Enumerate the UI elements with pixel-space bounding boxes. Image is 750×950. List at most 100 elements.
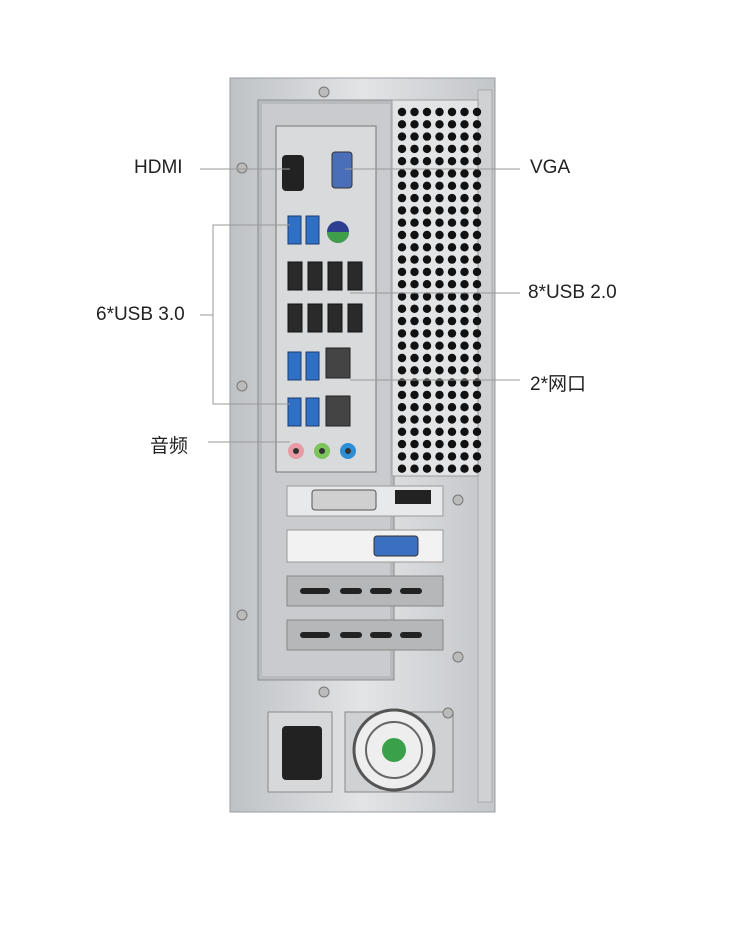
vent-hole (447, 280, 457, 289)
vent-hole (447, 181, 457, 190)
vent-hole (472, 218, 482, 227)
vent-hole (410, 218, 419, 227)
vent-hole (410, 169, 419, 178)
vent-hole (447, 218, 457, 227)
vent-hole (435, 206, 444, 215)
vent-hole (460, 280, 469, 289)
vent-hole (397, 366, 407, 375)
vent-hole (460, 316, 469, 326)
vent-hole (397, 329, 407, 338)
usb-ports (287, 215, 363, 427)
vent-hole (397, 439, 407, 449)
power-socket (282, 726, 322, 780)
vent-hole (397, 452, 407, 461)
vent-hole (472, 316, 482, 326)
vent-hole (472, 230, 482, 240)
vent-hole (460, 132, 469, 141)
vent-hole (447, 132, 457, 141)
vent-hole (472, 439, 482, 449)
power-supply (267, 708, 454, 793)
vent-hole (447, 206, 457, 215)
vent-hole (435, 193, 444, 203)
hdmi-label: HDMI (134, 157, 183, 178)
vent-hole (472, 206, 482, 215)
vent-hole (397, 267, 407, 277)
vent-hole (410, 329, 419, 338)
vent-hole (422, 120, 432, 129)
vent-hole (397, 292, 407, 301)
usb2-port (307, 261, 323, 291)
vent-hole (410, 107, 419, 117)
vent-hole (447, 439, 457, 449)
vent-hole (410, 144, 419, 154)
vent-hole (472, 255, 482, 264)
audio-jacks (288, 443, 356, 459)
vent-hole (447, 390, 457, 400)
usb2-port (287, 261, 303, 291)
vent-hole (435, 329, 444, 338)
usb2-port (327, 261, 343, 291)
vent-hole (435, 230, 444, 240)
vent-hole (447, 255, 457, 264)
vent-hole (460, 206, 469, 215)
vent-hole (447, 107, 457, 117)
vent-hole (397, 403, 407, 412)
vent-hole (397, 243, 407, 252)
vga-port (331, 151, 353, 189)
vent-hole (397, 353, 407, 363)
ventilation-grille (391, 99, 482, 477)
vent-hole (397, 304, 407, 313)
vent-hole (460, 329, 469, 338)
vent-hole (397, 427, 407, 436)
vent-hole (422, 144, 432, 154)
vent-hole (460, 230, 469, 240)
vent-hole (397, 218, 407, 227)
vent-hole (447, 304, 457, 313)
vent-hole (435, 120, 444, 129)
vent-hole (410, 439, 419, 449)
vent-hole (460, 390, 469, 400)
vent-hole (435, 415, 444, 424)
vent-hole (472, 464, 482, 473)
vent-hole (435, 181, 444, 190)
vent-hole (397, 157, 407, 166)
vent-hole (435, 439, 444, 449)
vent-hole (460, 157, 469, 166)
vent-hole (397, 230, 407, 240)
vent-hole (422, 230, 432, 240)
vent-hole (397, 255, 407, 264)
vent-hole (472, 169, 482, 178)
usb2-port (347, 261, 363, 291)
vent-hole (422, 206, 432, 215)
vent-hole (435, 366, 444, 375)
usb3-port (305, 215, 320, 245)
usb3-port (305, 397, 320, 427)
vent-hole (422, 267, 432, 277)
vent-hole (447, 329, 457, 338)
vent-hole (460, 107, 469, 117)
vent-hole (397, 206, 407, 215)
vent-hole (410, 341, 419, 350)
vent-hole (472, 390, 482, 400)
vent-hole (460, 255, 469, 264)
vent-hole (410, 292, 419, 301)
vent-hole (397, 107, 407, 117)
vent-hole (422, 427, 432, 436)
vent-hole (422, 157, 432, 166)
vent-hole (472, 353, 482, 363)
vent-hole (435, 464, 444, 473)
vent-hole (397, 181, 407, 190)
usb2-port (347, 303, 363, 333)
vent-hole (397, 341, 407, 350)
vent-hole (422, 329, 432, 338)
vent-hole (447, 415, 457, 424)
vent-hole (410, 403, 419, 412)
vent-hole (422, 415, 432, 424)
vent-hole (422, 193, 432, 203)
expansion-slots (286, 485, 444, 651)
vent-hole (410, 193, 419, 203)
vent-hole (410, 390, 419, 400)
vent-hole (410, 452, 419, 461)
vent-hole (460, 464, 469, 473)
vent-hole (460, 427, 469, 436)
